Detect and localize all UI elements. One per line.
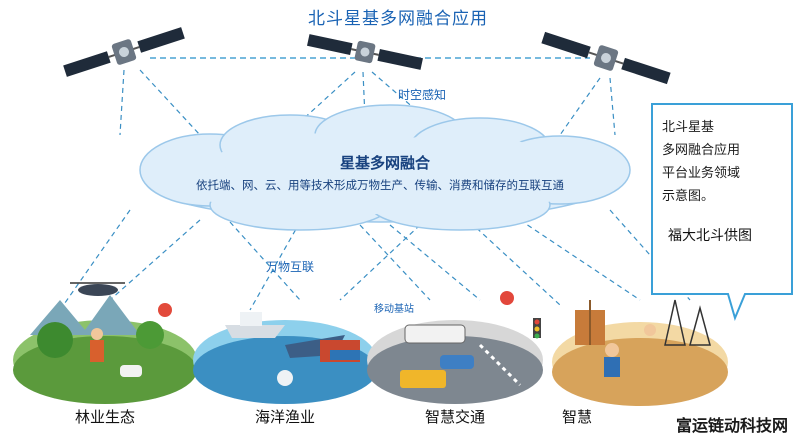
note-text: 北斗星基 多网融合应用 平台业务领域 示意图。 <box>662 120 741 204</box>
satellite-left <box>63 27 185 77</box>
signal-lines <box>59 69 691 311</box>
satellite-center <box>307 34 423 70</box>
cloud-fill <box>155 133 605 214</box>
domain-label-forestry: 林业生态 <box>74 408 135 426</box>
domain-label-marine: 海洋渔业 <box>254 408 315 426</box>
label-iot: 万物互联 <box>266 260 315 274</box>
label-space-time: 时空感知 <box>398 88 447 102</box>
domain-marine <box>193 312 377 404</box>
note-credit: 福大北斗供图 <box>668 228 752 244</box>
domain-traffic <box>367 291 543 404</box>
satellite-right <box>541 31 671 85</box>
domain-label-traffic: 智慧交通 <box>424 408 485 426</box>
label-mobile-base: 移动基站 <box>374 304 414 315</box>
watermark: 富运链动科技网 <box>671 411 792 437</box>
domain-smart <box>552 299 728 406</box>
note-box <box>651 103 793 321</box>
cloud-subtitle: 依托端、网、云、用等技术形成万物生产、传输、消费和储存的互联互通 <box>196 178 564 192</box>
page-title: 北斗星基多网融合应用 <box>308 9 488 29</box>
domain-forestry <box>13 282 197 404</box>
domain-label-smart: 智慧 <box>562 408 593 426</box>
cloud-title: 星基多网融合 <box>339 154 430 172</box>
